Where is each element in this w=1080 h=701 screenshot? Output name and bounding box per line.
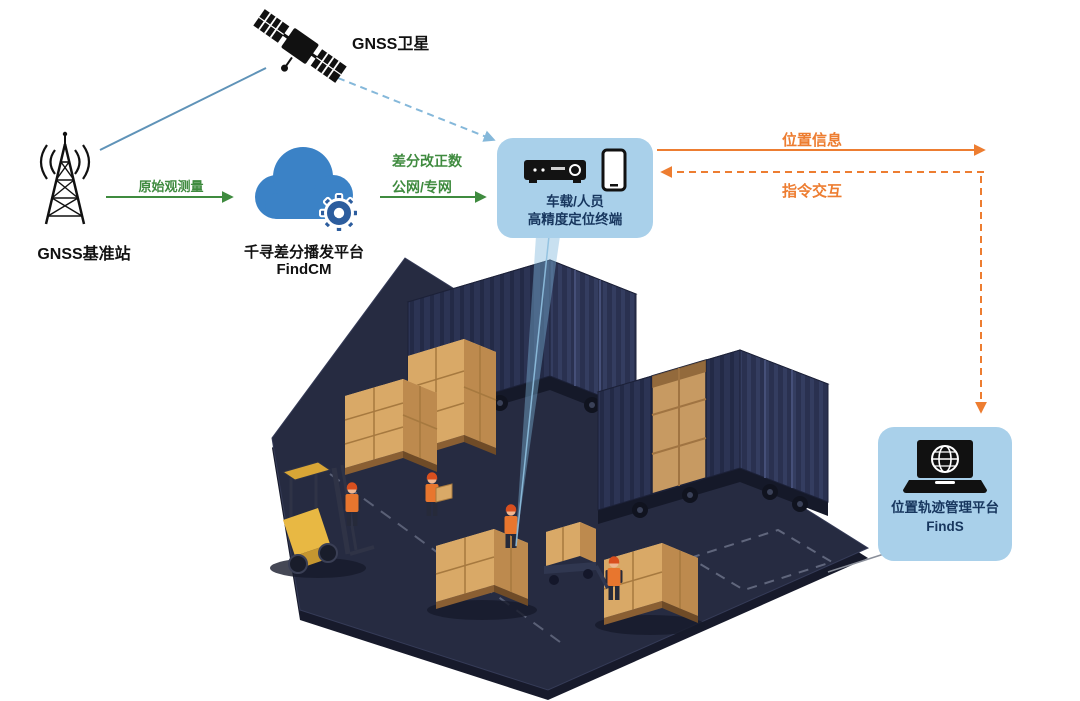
satellite-to-terminal-link bbox=[337, 77, 496, 142]
raw-observation-label: 原始观测量 bbox=[138, 179, 204, 194]
container-open-door-cargo bbox=[651, 358, 707, 496]
position-info-label: 位置信息 bbox=[781, 132, 842, 149]
pallet-stack-front bbox=[344, 379, 438, 475]
terminal-devices bbox=[523, 147, 627, 193]
terminal-label-line1: 车载/人员 bbox=[546, 194, 604, 209]
shipping-container-2 bbox=[596, 349, 830, 524]
platform-scene-leader bbox=[827, 553, 885, 573]
forklift-icon bbox=[270, 461, 375, 578]
worker-figure-2 bbox=[423, 472, 453, 516]
terminal-card: 车载/人员 高精度定位终端 bbox=[497, 138, 653, 238]
platform-product-label: FindS bbox=[926, 519, 964, 534]
cloud-platform-icon bbox=[255, 147, 359, 233]
warehouse-scene bbox=[270, 257, 870, 700]
laptop-globe-icon bbox=[903, 440, 987, 493]
cloud-platform-label: 千寻差分播发平台 bbox=[243, 244, 364, 261]
parking-slot-outline bbox=[687, 528, 835, 592]
platform-label-line1: 位置轨迹管理平台 bbox=[891, 500, 999, 515]
positioning-beam bbox=[515, 235, 560, 550]
pallet-stack-center bbox=[427, 529, 537, 620]
corrections-label-line2: 公网/专网 bbox=[392, 179, 452, 195]
base-station-label: GNSS基准站 bbox=[37, 246, 131, 263]
gear-icon bbox=[319, 193, 359, 233]
base-station-tower-icon bbox=[39, 131, 91, 225]
terminal-label-line2: 高精度定位终端 bbox=[527, 212, 623, 227]
corrections-label-line1: 差分改正数 bbox=[392, 153, 462, 169]
pallet-jack bbox=[544, 522, 610, 589]
satellite-to-station-link bbox=[99, 67, 267, 151]
cloud-platform-product-label: FindCM bbox=[276, 261, 332, 278]
gnss-satellite-icon bbox=[253, 9, 347, 83]
management-platform-card: 位置轨迹管理平台 FindS bbox=[878, 427, 1012, 561]
satellite-label: GNSS卫星 bbox=[352, 36, 430, 53]
command-interaction-label: 指令交互 bbox=[781, 183, 842, 200]
connector-lines bbox=[99, 67, 987, 573]
receiver-device-icon bbox=[524, 160, 586, 183]
smartphone-icon bbox=[601, 148, 627, 192]
